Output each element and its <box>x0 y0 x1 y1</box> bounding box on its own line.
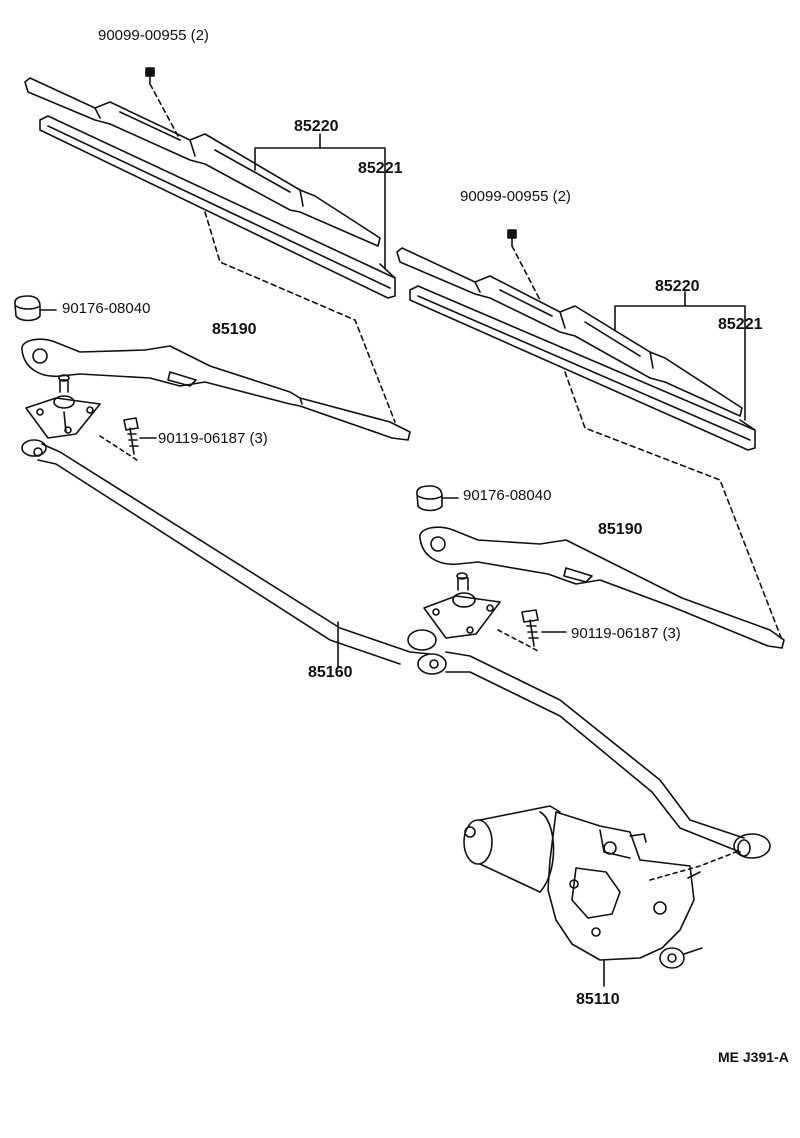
wiper-motor <box>463 805 737 987</box>
label-blade-rubber-left: 85221 <box>358 160 403 177</box>
label-blade-assy-left: 85220 <box>294 118 339 135</box>
right-wiper-blade <box>396 229 756 451</box>
label-blade-screw-right: 90099-00955 (2) <box>460 188 571 205</box>
left-mounting-bolt <box>99 417 157 463</box>
label-cap-left: 90176-08040 <box>62 300 151 317</box>
left-wiper-blade <box>24 67 396 299</box>
left-blade-to-arm-dashed <box>204 211 396 423</box>
right-nut-cap <box>416 485 459 512</box>
wiper-link-rod <box>21 439 771 859</box>
right-blade-to-arm-dashed <box>564 371 783 641</box>
left-pivot-assembly <box>25 374 101 439</box>
label-motor: 85110 <box>576 991 620 1008</box>
right-blade-callout-bracket <box>614 291 746 421</box>
figure-code: ME J391-A <box>718 1049 789 1065</box>
right-wiper-arm <box>419 526 785 649</box>
label-arm-right: 85190 <box>598 521 643 538</box>
left-wiper-arm <box>21 338 411 441</box>
left-nut-cap <box>14 295 57 322</box>
label-blade-rubber-right: 85221 <box>718 316 763 333</box>
right-mounting-bolt <box>497 609 567 653</box>
label-cap-right: 90176-08040 <box>463 487 552 504</box>
label-bolt-left: 90119-06187 (3) <box>158 430 268 447</box>
label-blade-screw-left: 90099-00955 (2) <box>98 27 209 44</box>
label-bolt-right: 90119-06187 (3) <box>571 625 681 642</box>
label-link: 85160 <box>308 664 353 681</box>
left-blade-callout-bracket <box>254 133 386 269</box>
label-arm-left: 85190 <box>212 321 257 338</box>
label-blade-assy-right: 85220 <box>655 278 700 295</box>
right-pivot-assembly <box>423 572 501 639</box>
